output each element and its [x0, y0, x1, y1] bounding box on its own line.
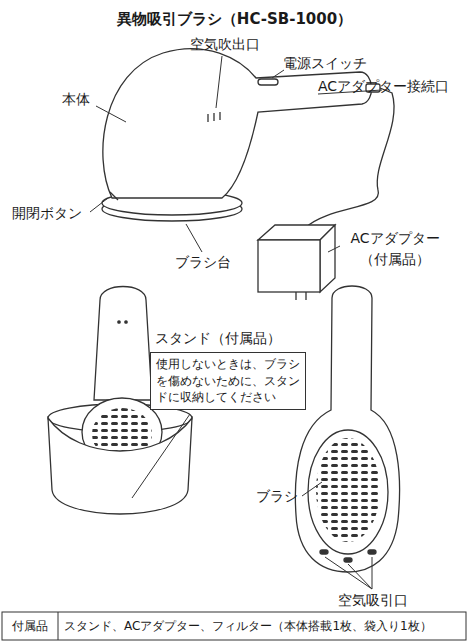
- table-border: [2, 612, 466, 640]
- part-label: ACアダプター接続口: [318, 78, 449, 96]
- leader-line: [186, 224, 202, 252]
- part-label: 空気吹出口: [190, 36, 260, 54]
- stand-brush-handle: [94, 287, 152, 401]
- note-text: 使用しないときは、ブラシを傷めないために、スタンドに収納してください: [156, 356, 300, 406]
- adapter-side: [320, 225, 335, 292]
- vent: [219, 112, 220, 120]
- table-divider: [58, 612, 59, 640]
- leader-line: [132, 414, 190, 498]
- leaders: [90, 56, 382, 589]
- brush-view: [295, 286, 399, 572]
- part-label: ブラシ台: [175, 254, 231, 272]
- part-label: ブラシ: [256, 488, 298, 506]
- leader-line: [302, 482, 322, 496]
- part-label: 開閉ボタン: [12, 205, 82, 223]
- vent: [207, 114, 208, 122]
- adapter-prong: [305, 292, 306, 300]
- ac-adapter: [258, 225, 335, 300]
- note-box: 使用しないときは、ブラシを傷めないために、スタンドに収納してください: [150, 352, 306, 410]
- brush-body: [295, 286, 399, 572]
- brush-face: [308, 430, 388, 554]
- leader-line: [372, 557, 373, 589]
- suction-hole: [368, 550, 376, 554]
- part-label: 電源スイッチ: [283, 55, 367, 73]
- leader-line: [328, 246, 340, 252]
- dot: [118, 321, 120, 323]
- table-cell: スタンド、ACアダプター、フィルター（本体搭載1枚、袋入り1枚）: [64, 612, 432, 640]
- open-button: [110, 192, 118, 200]
- title: 異物吸引ブラシ（HC-SB-1000）: [0, 10, 469, 29]
- table-grid: [2, 612, 466, 640]
- part-label: 本体: [62, 91, 90, 109]
- leader-line: [348, 564, 372, 589]
- leader-line: [272, 70, 284, 78]
- power-switch: [258, 79, 278, 85]
- part-label: 空気吸引口: [338, 592, 408, 610]
- brush-bristles: [316, 438, 380, 542]
- leader-line: [325, 557, 372, 589]
- table-cell: 付属品: [2, 612, 58, 640]
- stand-cup: [48, 418, 192, 514]
- main-unit: [102, 49, 380, 221]
- part-label: スタンド（付属品）: [155, 330, 281, 348]
- suction-hole: [320, 550, 328, 554]
- leader-line: [216, 56, 222, 108]
- suction-hole: [344, 558, 352, 562]
- adapter-prong: [295, 292, 296, 300]
- leader-line: [96, 106, 126, 122]
- leader-line: [90, 198, 108, 212]
- part-label: ACアダプター （付属品）: [335, 228, 455, 270]
- adapter-front: [258, 240, 320, 292]
- vent: [213, 113, 214, 121]
- body-shell: [103, 49, 372, 198]
- cord: [305, 88, 394, 228]
- dot: [125, 321, 127, 323]
